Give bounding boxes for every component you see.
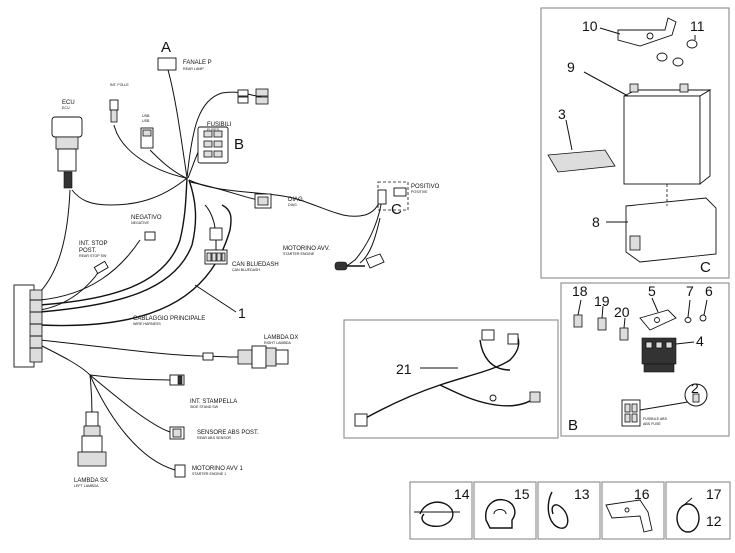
part-5-label: 5 xyxy=(648,283,656,299)
part-21-label: 21 xyxy=(396,361,412,377)
right-lambda-connector: LAMBDA DX RIGHT LAMBDA xyxy=(202,335,298,369)
diag-label: DIAG. xyxy=(288,197,305,203)
int-stop-label2: POST. xyxy=(79,248,97,254)
part-16-box: 16 xyxy=(601,481,665,540)
sensore-abs-label: SENSORE ABS POST. xyxy=(197,430,259,436)
can-bluedash-label: CAN BLUEDASH xyxy=(232,262,279,268)
rear-stop-switch: INT. STOP POST. REAR STOP SW xyxy=(79,241,109,275)
section-c-letter: C xyxy=(391,201,402,218)
box-c-letter: C xyxy=(700,259,711,276)
part-16-label: 16 xyxy=(634,486,650,502)
starter-motor-1-connector: MOTORINO AVV 1 STARTER ENGINE 1 xyxy=(174,464,243,478)
side-stand-switch: INT. STAMPELLA SIDE STAND SW xyxy=(169,374,237,409)
usb-label: USB xyxy=(142,114,150,118)
part-13-box: 13 xyxy=(537,481,601,540)
positivo-label: POSITIVO xyxy=(411,184,440,190)
part-15-label: 15 xyxy=(514,486,530,502)
part-9-label: 9 xyxy=(567,59,575,75)
cablaggio-label: CABLAGGIO PRINCIPALE xyxy=(133,316,205,322)
part-15-box: 15 xyxy=(473,481,537,540)
usb-connector: USB USB xyxy=(140,114,154,149)
ecu-connector: ECU ECU xyxy=(51,100,83,189)
box-b-letter: B xyxy=(568,417,578,434)
can-bluedash-connector: CAN BLUEDASH CAN BLUEDASH xyxy=(204,227,279,272)
negativo-sub: NEGATIVE xyxy=(131,221,150,225)
part-4-label: 4 xyxy=(696,333,704,349)
part-12-label: 12 xyxy=(706,513,722,529)
part-20-label: 20 xyxy=(614,304,630,320)
section-a-letter: A xyxy=(161,39,171,56)
part-2-label: 2 xyxy=(691,380,699,396)
part-1-label: 1 xyxy=(238,305,246,321)
fanale-p-sub: REAR LAMP xyxy=(183,67,204,71)
part-14-box: 14 xyxy=(409,481,473,540)
starter-motor-lead: MOTORINO AVV. STARTER ENGINE xyxy=(283,246,385,271)
usb-sub: USB xyxy=(142,119,150,123)
rear-abs-sensor: SENSORE ABS POST. REAR ABS SENSOR xyxy=(169,426,259,440)
fusibile-abs-sub: ABS FUSE xyxy=(643,422,661,426)
part-8-label: 8 xyxy=(592,214,600,230)
fusibili-label: FUSIBILI xyxy=(207,122,232,128)
main-connector xyxy=(13,284,43,368)
int-folle-label: INT. FOLLE xyxy=(110,83,129,87)
part-18-label: 18 xyxy=(572,283,588,299)
int-stampella-sub: SIDE STAND SW xyxy=(190,405,219,409)
part-6-label: 6 xyxy=(705,283,713,299)
part-14-label: 14 xyxy=(454,486,470,502)
negativo-label: NEGATIVO xyxy=(131,215,162,221)
part-17-label: 17 xyxy=(706,486,722,502)
int-stop-label: INT. STOP xyxy=(79,241,108,247)
rear-lamp: A FANALE P REAR LAMP xyxy=(157,39,269,105)
section-b-letter: B xyxy=(234,136,244,153)
int-stop-sub: REAR STOP SW xyxy=(79,254,107,258)
main-harness-label: CABLAGGIO PRINCIPALE WIRE HARNESS 1 xyxy=(133,284,246,326)
fusibili-sub: FUSES xyxy=(207,128,220,132)
part-19-label: 19 xyxy=(594,293,610,309)
can-bluedash-sub: CAN BLUEDASH xyxy=(232,268,260,272)
sensore-abs-sub: REAR ABS SENSOR xyxy=(197,436,232,440)
int-stampella-label: INT. STAMPELLA xyxy=(190,399,237,405)
fuse-box-b: FUSIBILI FUSES B xyxy=(197,122,244,164)
motorino-avv-1-label: MOTORINO AVV 1 xyxy=(192,466,243,472)
part-3-label: 3 xyxy=(558,106,566,122)
fusibile-abs-label: FUSIBILE ABS xyxy=(643,417,668,421)
cablaggio-sub: WIRE HARNESS xyxy=(133,322,161,326)
fanale-p-label: FANALE P xyxy=(183,60,212,66)
lambda-sx-label: LAMBDA SX xyxy=(74,478,108,484)
part-7-label: 7 xyxy=(686,283,694,299)
diag-sub: DIAG xyxy=(288,203,297,207)
part-13-label: 13 xyxy=(574,486,590,502)
left-lambda-connector: LAMBDA SX LEFT LAMBDA xyxy=(74,411,108,488)
positivo-sub: POSITIVE xyxy=(411,190,428,194)
lambda-dx-sub: RIGHT LAMBDA xyxy=(264,341,291,345)
ecu-sub: ECU xyxy=(62,106,70,110)
part-11-label: 11 xyxy=(690,18,705,34)
diag-connector: DIAG. DIAG xyxy=(254,193,305,209)
ecu-label: ECU xyxy=(62,100,75,106)
negative-terminal: NEGATIVO NEGATIVE xyxy=(131,215,162,241)
int-folle-switch: INT. FOLLE xyxy=(109,83,129,123)
harness-21-box: 21 xyxy=(343,319,559,439)
lambda-dx-label: LAMBDA DX xyxy=(264,335,298,341)
motorino-avv-label: MOTORINO AVV. xyxy=(283,246,330,252)
battery-group-box: 10 11 9 3 8 C xyxy=(540,7,730,279)
lambda-sx-sub: LEFT LAMBDA xyxy=(74,484,99,488)
part-17-12-box: 17 12 xyxy=(665,481,731,540)
part-10-label: 10 xyxy=(582,18,598,34)
motorino-avv-1-sub: STARTER ENGINE 1 xyxy=(192,472,226,476)
positive-terminal: POSITIVO POSITIVE C xyxy=(377,181,440,218)
fuse-group-box: 18 19 20 5 7 6 4 2 FUSIBILE ABS ABS FUS xyxy=(560,282,730,437)
motorino-avv-sub: STARTER ENGINE xyxy=(283,252,315,256)
